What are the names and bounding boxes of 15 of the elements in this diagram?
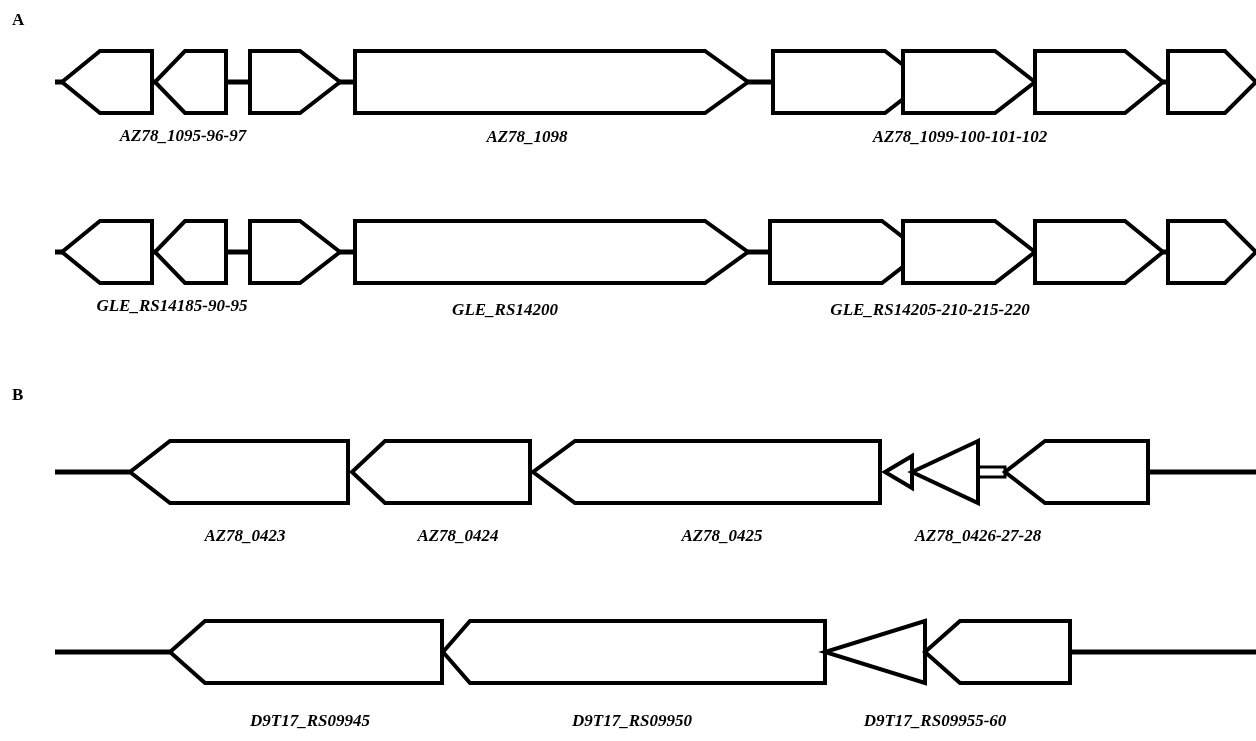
- panel-letter: A: [12, 10, 25, 30]
- gene-label: AZ78_1095-96-97: [119, 126, 247, 146]
- gene-label: D9T17_RS09945: [250, 711, 370, 731]
- gene-label: GLE_RS14200: [452, 300, 558, 320]
- gene-label: AZ78_1099-100-101-102: [872, 127, 1048, 147]
- gene-label: AZ78_0424: [417, 526, 499, 546]
- gene-label: AZ78_0423: [204, 526, 286, 546]
- gene-label: D9T17_RS09950: [572, 711, 692, 731]
- gene-label: D9T17_RS09955-60: [863, 711, 1007, 731]
- gene-label: AZ78_0425: [681, 526, 763, 546]
- gene-label: AZ78_0426-27-28: [914, 526, 1042, 546]
- gene-label: GLE_RS14185-90-95: [96, 296, 248, 316]
- gene-label: GLE_RS14205-210-215-220: [830, 300, 1030, 320]
- gene-label: AZ78_1098: [486, 127, 568, 147]
- panel-letter: B: [12, 385, 24, 405]
